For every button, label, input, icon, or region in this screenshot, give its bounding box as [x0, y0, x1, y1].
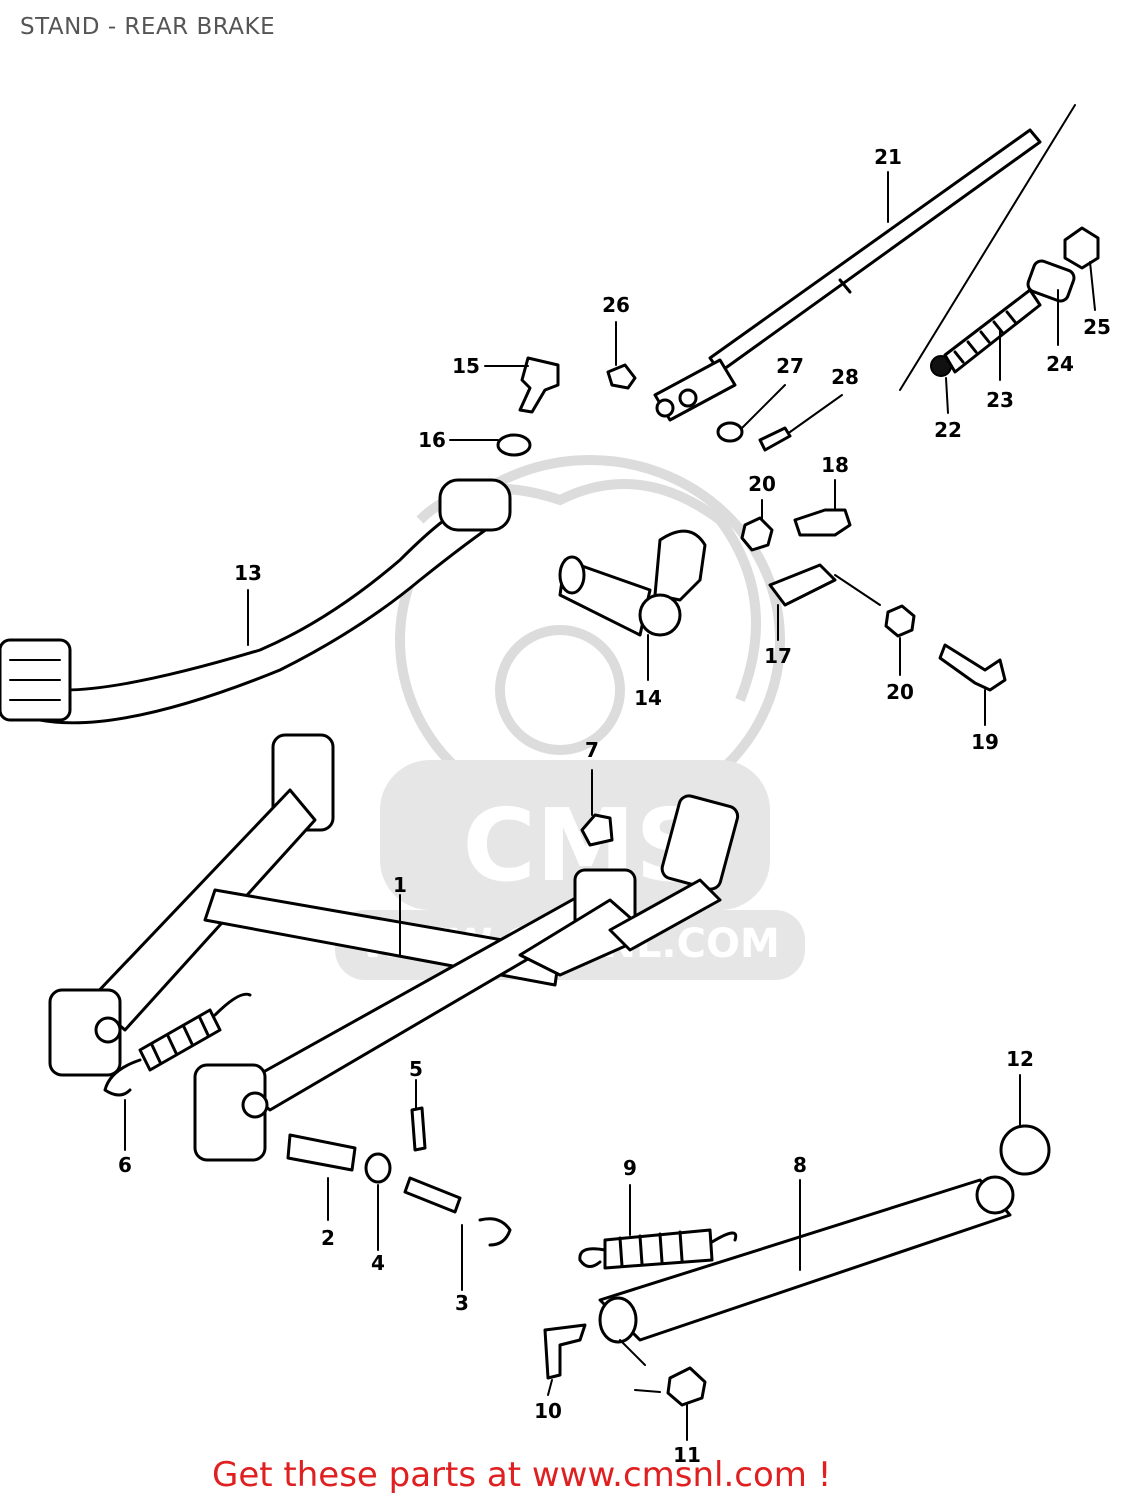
callout-25: 25 — [1083, 315, 1111, 339]
callout-15: 15 — [452, 354, 480, 378]
side-stand — [598, 1124, 1051, 1344]
callout-10: 10 — [534, 1399, 562, 1423]
callout-1: 1 — [393, 873, 407, 897]
bolt-19 — [938, 643, 1007, 692]
washer-27 — [716, 421, 744, 443]
stand-pin — [403, 1176, 462, 1214]
side-stand-spring — [578, 1228, 738, 1270]
callout-18: 18 — [821, 453, 849, 477]
bolt-15 — [518, 356, 560, 414]
bolt-18 — [793, 508, 852, 537]
cotter-pin-10 — [543, 1323, 587, 1380]
cotter-pin-5 — [410, 1106, 427, 1152]
callout-14: 14 — [634, 686, 662, 710]
callout-28: 28 — [831, 365, 859, 389]
callout-19: 19 — [971, 730, 999, 754]
cotter-pin-28 — [758, 426, 792, 452]
diagram-title: STAND - REAR BRAKE — [20, 14, 276, 40]
nut-20-lower — [884, 604, 916, 638]
callout-24: 24 — [1046, 352, 1074, 376]
rod-spring-assembly — [930, 226, 1100, 377]
callout-2: 2 — [321, 1226, 335, 1250]
callout-6: 6 — [118, 1153, 132, 1177]
callout-labels: 1 2 3 4 5 6 7 8 9 10 11 12 13 14 15 16 1… — [118, 145, 1111, 1467]
callout-21: 21 — [874, 145, 902, 169]
callout-16: 16 — [418, 428, 446, 452]
leader-lines — [124, 171, 1096, 1441]
brake-pedal — [0, 478, 512, 725]
brake-shaft — [558, 529, 707, 637]
rubber-stop — [580, 813, 614, 847]
footer-parts-link[interactable]: Get these parts at www.cmsnl.com ! — [212, 1455, 832, 1495]
callout-3: 3 — [455, 1291, 469, 1315]
callout-7: 7 — [585, 738, 599, 762]
nut-20-upper — [740, 516, 774, 552]
callout-4: 4 — [371, 1251, 385, 1275]
callout-22: 22 — [934, 418, 962, 442]
joint-clip — [606, 363, 637, 390]
callout-8: 8 — [793, 1153, 807, 1177]
nut-11 — [666, 1366, 707, 1407]
callout-12: 12 — [1006, 1047, 1034, 1071]
callout-26: 26 — [602, 293, 630, 317]
callout-27: 27 — [776, 354, 804, 378]
center-stand — [48, 733, 740, 1162]
brake-switch-17 — [768, 563, 837, 607]
callout-20-upper: 20 — [748, 472, 776, 496]
stand-bushing — [286, 1133, 357, 1172]
stand-pin-clip — [478, 1217, 512, 1247]
washer-16 — [496, 433, 532, 457]
callout-9: 9 — [623, 1156, 637, 1180]
callout-17: 17 — [764, 644, 792, 668]
stand-spring — [103, 992, 252, 1097]
washer-4 — [364, 1152, 392, 1184]
callout-13: 13 — [234, 561, 262, 585]
brake-rod — [653, 104, 1076, 422]
callout-20-lower: 20 — [886, 680, 914, 704]
callout-11: 11 — [673, 1443, 701, 1467]
callout-23: 23 — [986, 388, 1014, 412]
callout-5: 5 — [409, 1057, 423, 1081]
